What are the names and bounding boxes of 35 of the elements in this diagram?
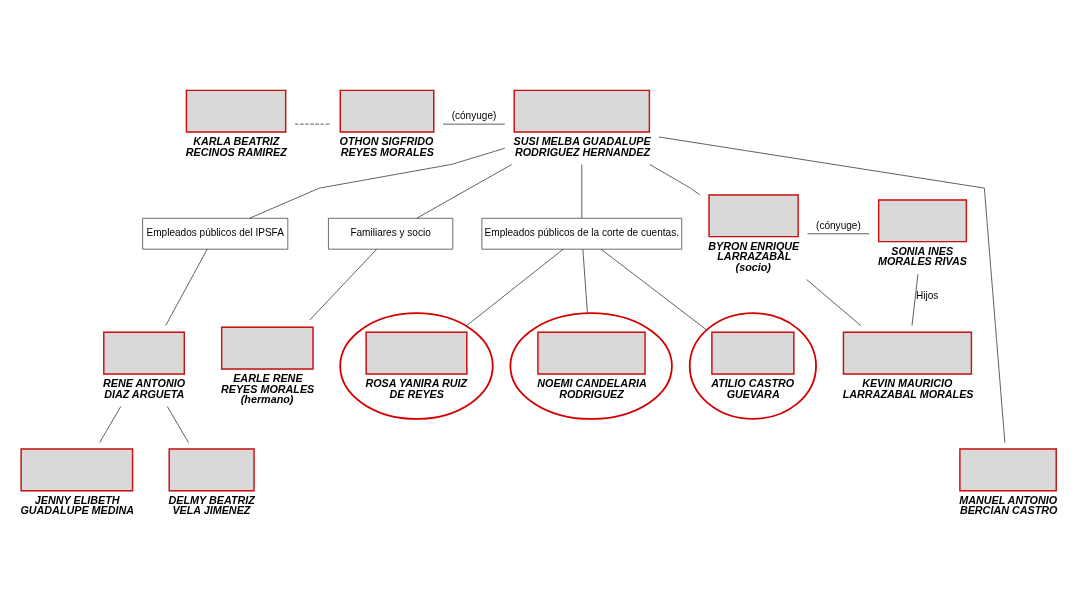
node-label: EARLE RENE REYES MORALES xyxy=(220,371,315,395)
connector xyxy=(166,406,189,443)
node-ellipse: NOEMI CANDELARIA RODRIGUEZ xyxy=(509,312,673,420)
connector xyxy=(466,248,564,327)
node-ellipse: ATILIO CASTRO GUEVARA xyxy=(688,312,817,420)
connector xyxy=(911,273,919,326)
connector xyxy=(658,136,1006,443)
node-label: DELMY BEATRIZ VELA JIMENEZ xyxy=(168,493,255,517)
edge-label: Hijos xyxy=(916,289,939,301)
edge-label: (cónyuge) xyxy=(451,110,497,122)
node-label: SONIA INES MORALES RIVAS xyxy=(877,244,967,268)
connector xyxy=(600,248,708,331)
node-label: KARLA BEATRIZ RECINOS RAMIREZ xyxy=(185,134,287,158)
node-label: JENNY ELIBETH GUADALUPE MEDINA xyxy=(20,493,135,517)
connector xyxy=(309,248,378,321)
node-ellipse: ROSA YANIRA RUIZ DE REYES xyxy=(339,312,494,420)
node-label: (hermano) xyxy=(240,393,294,406)
node-label: OTHON SIGFRIDO REYES MORALES xyxy=(339,134,434,158)
node-label: (socio) xyxy=(735,261,771,274)
connector xyxy=(582,248,588,314)
connector xyxy=(99,406,122,443)
node-label: MANUEL ANTONIO BERCIAN CASTRO xyxy=(959,493,1058,517)
node-label: BYRON ENRIQUE LARRAZABAL xyxy=(708,239,800,263)
connector xyxy=(649,164,701,196)
node-label: SUSI MELBA GUADALUPE RODRIGUEZ HERNANDEZ xyxy=(513,134,651,158)
connector xyxy=(249,147,506,219)
node-label: RENE ANTONIO DIAZ ARGUETA xyxy=(103,376,186,400)
connector xyxy=(416,164,513,219)
connector xyxy=(165,248,208,326)
node-box: Familiares y socio xyxy=(328,217,454,250)
connector xyxy=(806,279,862,327)
edge-label: (cónyuge) xyxy=(816,219,861,231)
node-box: Empleados públicos de la corte de cuentas. xyxy=(481,217,683,250)
node-box: Empleados públicos del IPSFA xyxy=(142,217,289,250)
node-label: KEVIN MAURICIO LARRAZABAL MORALES xyxy=(842,376,974,400)
